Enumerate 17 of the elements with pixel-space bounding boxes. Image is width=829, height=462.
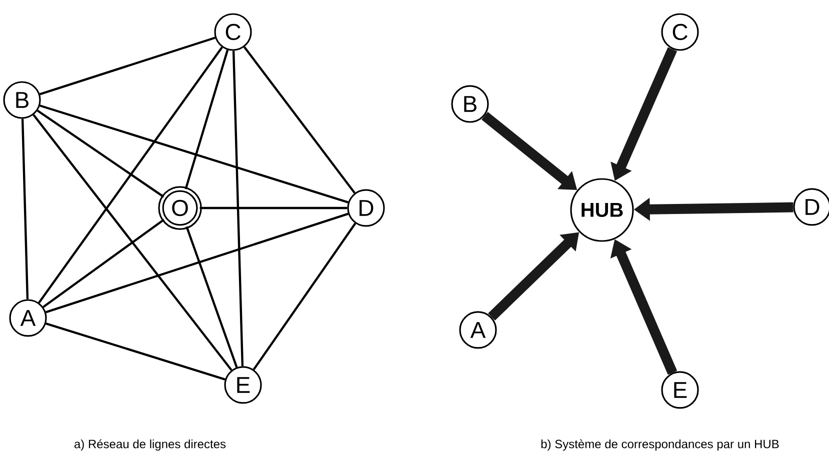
connection-line <box>184 50 229 190</box>
caption: b) Système de correspondances par un HUB <box>541 439 779 451</box>
connection-line <box>252 222 356 370</box>
caption: a) Réseau de lignes directes <box>74 439 226 451</box>
connection-line <box>42 218 165 308</box>
connection-line <box>40 104 348 204</box>
connection-line <box>32 114 232 371</box>
connection-line <box>21 118 29 300</box>
connection-line <box>46 322 226 380</box>
connection-line <box>186 226 238 368</box>
connection-line <box>40 36 216 96</box>
connection-line <box>38 46 223 304</box>
connection-line <box>200 206 348 210</box>
connection-line <box>46 212 348 314</box>
connection-line <box>232 50 244 366</box>
connection-line <box>36 110 164 198</box>
connection-line <box>243 46 356 194</box>
